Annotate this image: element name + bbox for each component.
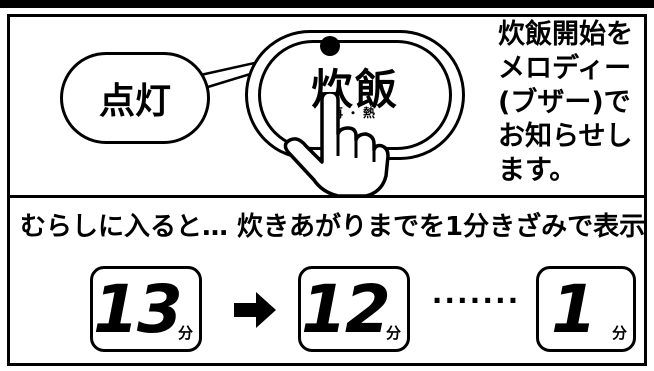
description-line: メロディー (498, 53, 632, 84)
countdown-unit: 分 (611, 324, 627, 342)
section-divider (7, 195, 647, 198)
countdown-number: 1 (551, 271, 597, 348)
steaming-note: むらしに入ると… 炊きあがりまでを1分きざみで表示 (20, 212, 646, 242)
description-line: (ブザー)で (498, 87, 631, 118)
ellipsis-dots: ······· (431, 284, 521, 317)
description-line: ます。 (498, 155, 577, 186)
lit-callout-bubble: 点灯 (60, 52, 210, 144)
countdown-unit: 分 (385, 324, 401, 342)
lit-callout-label: 点灯 (98, 81, 171, 122)
top-border-bar (0, 0, 654, 8)
pointing-hand-icon (283, 92, 390, 197)
right-arrow-icon (234, 292, 276, 328)
countdown-number: 12 (301, 271, 391, 348)
description-text: 炊飯開始を メロディー (ブザー)で お知らせし ます。 (498, 18, 644, 188)
countdown-unit: 分 (177, 324, 193, 342)
reheat-sub-label: 再・熱 (330, 106, 379, 120)
countdown-display-1: 1 分 (536, 266, 636, 352)
description-line: お知らせし (498, 121, 633, 152)
indicator-led-icon (320, 36, 340, 56)
description-line: 炊飯開始を (498, 19, 633, 50)
outer-frame (7, 14, 647, 366)
countdown-number: 13 (93, 271, 183, 348)
countdown-display-13: 13 分 (90, 266, 202, 352)
countdown-display-12: 12 分 (298, 266, 410, 352)
